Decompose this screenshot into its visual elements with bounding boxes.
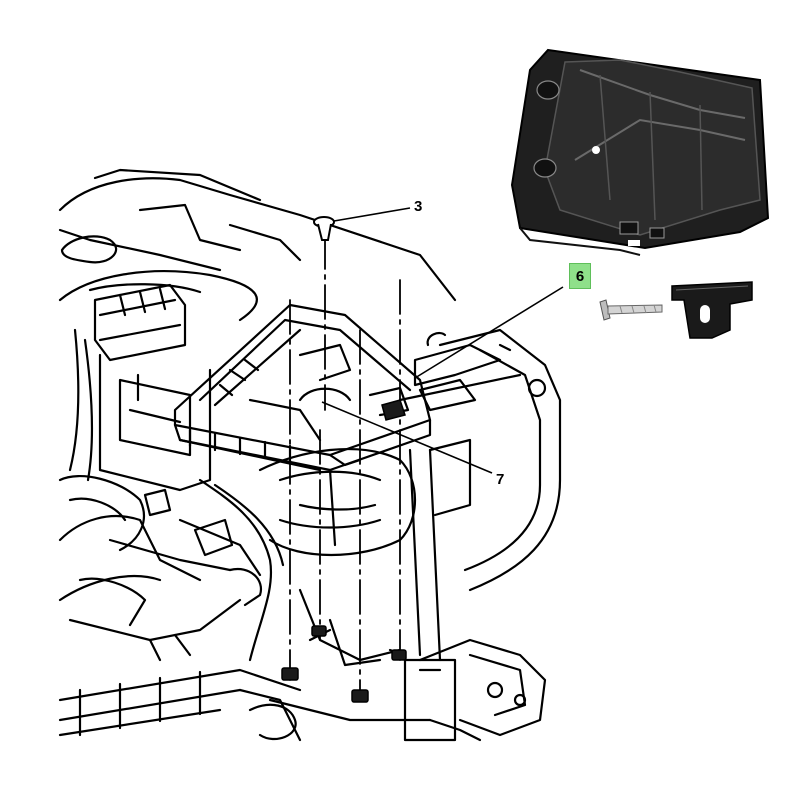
callout-7: 7 [496,471,504,488]
callout-6: 6 [575,267,585,285]
mounting-bosses [281,399,407,703]
callout-3: 3 [414,198,422,215]
mounting-centerlines [289,234,401,701]
installed-tray-outline [173,303,432,472]
bolt-part [599,299,663,321]
fastener-3 [313,216,335,241]
callout-6-highlight[interactable]: 6 [569,263,591,289]
engine-bay-linework [58,168,562,742]
retainer-bracket-part [671,281,753,339]
leader-lines [321,207,564,474]
battery-tray-part [510,48,770,256]
